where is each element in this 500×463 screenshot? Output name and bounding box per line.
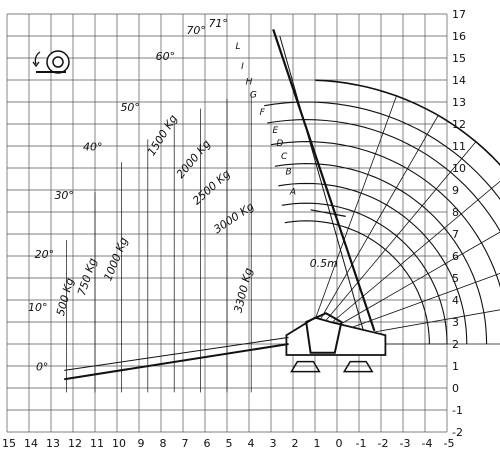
y-tick-label: 13 — [452, 96, 466, 109]
x-tick-label: 6 — [204, 437, 211, 450]
point-label: A — [289, 187, 296, 197]
x-tick-label: 3 — [270, 437, 277, 450]
capacity-label: 1500 Kg — [145, 113, 180, 159]
x-tick-label: 4 — [248, 437, 255, 450]
angle-ray — [305, 180, 500, 345]
machine-body — [285, 316, 387, 356]
x-tick-label: 11 — [90, 437, 104, 450]
x-tick-label: 13 — [46, 437, 60, 450]
angle-ray — [306, 231, 500, 345]
envelope-curve — [315, 79, 500, 166]
angle-label: 0° — [36, 360, 49, 373]
x-tick-label: 12 — [68, 437, 82, 450]
telehandler-outline — [64, 29, 387, 381]
boom-raised-inner — [279, 35, 364, 331]
point-label: I — [241, 62, 244, 72]
stabilizer-left — [290, 360, 321, 373]
angle-label: 50° — [120, 101, 140, 114]
dimension-label: 0.5m — [310, 257, 338, 270]
point-label: L — [235, 42, 240, 52]
y-tick-label: 8 — [452, 206, 459, 219]
point-label: B — [286, 168, 292, 178]
y-tick-label: 9 — [452, 184, 459, 197]
y-tick-label: 10 — [452, 162, 466, 175]
load-curves — [66, 79, 500, 393]
cab — [305, 312, 343, 354]
point-label: G — [250, 91, 257, 101]
angle-label: 20° — [35, 248, 55, 261]
y-tick-label: 5 — [452, 272, 459, 285]
x-tick-label: 2 — [292, 437, 299, 450]
y-tick-label: 4 — [452, 294, 459, 307]
point-label: E — [273, 126, 279, 136]
x-tick-label: -2 — [378, 437, 389, 450]
angle-label: 10° — [28, 301, 48, 314]
boom-raised — [272, 29, 376, 332]
y-tick-label: 1 — [452, 360, 459, 373]
y-tick-label: 16 — [452, 30, 466, 43]
y-tick-label: -2 — [452, 426, 463, 439]
tyre-icon — [32, 50, 70, 74]
boom-lowered — [64, 343, 289, 381]
y-tick-label: 3 — [452, 316, 459, 329]
x-tick-label: 15 — [2, 437, 16, 450]
y-tick-label: 14 — [452, 74, 466, 87]
x-tick-label: -1 — [356, 437, 367, 450]
y-tick-label: -1 — [452, 404, 463, 417]
x-tick-label: 0 — [336, 437, 343, 450]
x-tick-label: 10 — [112, 437, 126, 450]
angle-ray — [305, 141, 477, 345]
angle-label: 60° — [156, 50, 176, 63]
angle-ray — [305, 95, 397, 345]
angle-label: 30° — [54, 189, 74, 202]
x-tick-label: 7 — [182, 437, 189, 450]
point-label: F — [260, 108, 266, 118]
capacity-label: 2000 Kg — [174, 137, 213, 180]
point-label: C — [281, 152, 288, 162]
y-tick-label: 2 — [452, 338, 459, 351]
x-tick-label: 8 — [160, 437, 167, 450]
y-tick-label: 0 — [452, 382, 459, 395]
capacity-label: 750 Kg — [75, 257, 99, 298]
stabilizer-right — [342, 360, 374, 373]
y-tick-label: 15 — [452, 52, 466, 65]
boom-lowered-inner — [64, 336, 289, 371]
capacity-label: 2500 Kg — [190, 167, 233, 207]
capacity-curve — [264, 101, 500, 201]
capacity-label: 1000 Kg — [101, 235, 130, 282]
angle-label: 70° — [186, 24, 206, 37]
x-tick-label: 14 — [24, 437, 38, 450]
angle-label: 71° — [208, 17, 228, 30]
y-tick-label: 17 — [452, 8, 466, 21]
point-label: D — [276, 139, 283, 149]
dimension-arm — [310, 209, 346, 217]
y-tick-label: 7 — [452, 228, 459, 241]
capacity-curve — [267, 119, 500, 233]
y-tick-label: 6 — [452, 250, 459, 263]
capacity-label: 3300 Kg — [232, 267, 256, 314]
y-tick-label: 11 — [452, 140, 466, 153]
point-label: H — [246, 77, 253, 87]
capacity-label: 3000 Kg — [211, 200, 256, 236]
y-tick-label: 12 — [452, 118, 466, 131]
x-tick-label: -3 — [400, 437, 411, 450]
x-tick-label: 5 — [226, 437, 233, 450]
x-tick-label: 9 — [138, 437, 145, 450]
angle-ray — [305, 115, 439, 345]
x-tick-label: -4 — [422, 437, 433, 450]
x-tick-label: -5 — [444, 437, 455, 450]
angle-label: 40° — [83, 140, 103, 153]
x-tick-label: 1 — [314, 437, 321, 450]
